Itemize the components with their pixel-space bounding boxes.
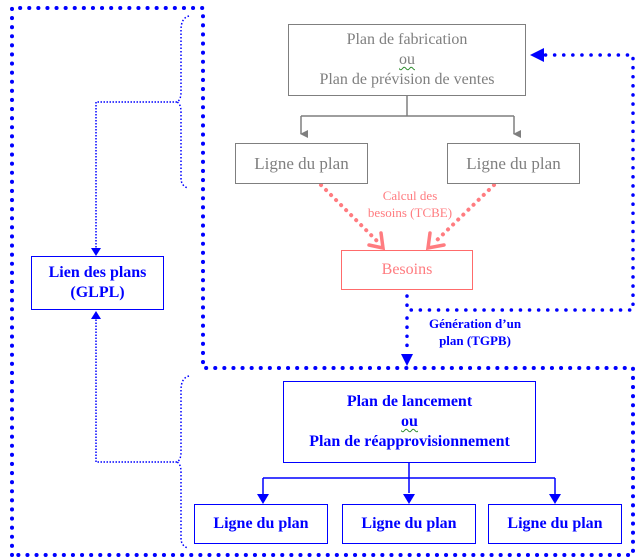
bottom-plan-box: Plan de lancement ou Plan de réapprovisi… <box>283 381 536 463</box>
arrow-to-top-plan <box>530 48 544 62</box>
top-plan-line3: Plan de prévision de ventes <box>319 71 495 88</box>
bottom-plan-line-box-2: Ligne du plan <box>342 504 476 544</box>
top-plan-line-label: Ligne du plan <box>254 153 349 173</box>
calc-arrows <box>319 183 496 251</box>
bottom-brace <box>175 375 190 549</box>
bottom-plan-line-label: Ligne du plan <box>361 515 457 532</box>
top-plan-line1: Plan de fabrication <box>346 31 468 48</box>
besoins-box: Besoins <box>341 250 473 290</box>
top-plan-or: ou <box>399 51 415 68</box>
feedback-dotted-path <box>405 53 635 312</box>
outer-dotted-boundary <box>10 6 635 557</box>
arrow-to-bottom-line-2 <box>403 494 415 504</box>
arrow-to-bottom-line-1 <box>257 494 269 504</box>
bottom-plan-connectors <box>262 462 556 494</box>
calc-needs-label: Calcul des besoins (TCBE) <box>360 187 460 221</box>
arrow-to-bottom-line-3 <box>549 494 561 504</box>
top-plan-line-box-2: Ligne du plan <box>447 143 580 184</box>
besoins-label: Besoins <box>381 261 433 278</box>
top-plan-box: Plan de fabrication ou Plan de prévision… <box>288 24 526 96</box>
top-plan-connectors <box>300 96 521 138</box>
bottom-plan-or: ou <box>401 413 418 430</box>
arrow-line2-to-besoins <box>432 183 496 245</box>
top-plan-line-box-1: Ligne du plan <box>235 143 368 184</box>
bottom-plan-line-label: Ligne du plan <box>213 515 309 532</box>
plan-link-line1: Lien des plans <box>48 264 147 281</box>
bottom-plan-line3: Plan de réapprovisionnement <box>309 433 510 450</box>
top-brace-to-link <box>95 101 177 248</box>
bottom-brace-to-link <box>95 319 177 463</box>
arrow-line1-to-besoins <box>319 183 381 245</box>
bottom-plan-line1: Plan de lancement <box>346 393 473 410</box>
plan-link-line2: (GLPL) <box>70 284 125 301</box>
arrow-into-link-bottom <box>91 311 101 319</box>
generation-label: Génération d’un plan (TGPB) <box>420 315 530 349</box>
bottom-plan-line-box-3: Ligne du plan <box>488 504 622 544</box>
bottom-plan-line-label: Ligne du plan <box>507 515 603 532</box>
top-brace <box>175 15 190 189</box>
calc-label-line2: besoins (TCBE) <box>367 205 453 220</box>
calc-label-line1: Calcul des <box>382 188 438 203</box>
plan-link-box: Lien des plans (GLPL) <box>31 256 164 310</box>
generation-label-line1: Génération d’un <box>428 316 522 331</box>
generation-label-line2: plan (TGPB) <box>439 333 511 348</box>
top-plan-line-label: Ligne du plan <box>466 153 561 173</box>
arrow-into-link-top <box>91 248 101 256</box>
arrow-to-bottom-plan <box>401 354 413 366</box>
bottom-plan-line-box-1: Ligne du plan <box>194 504 328 544</box>
